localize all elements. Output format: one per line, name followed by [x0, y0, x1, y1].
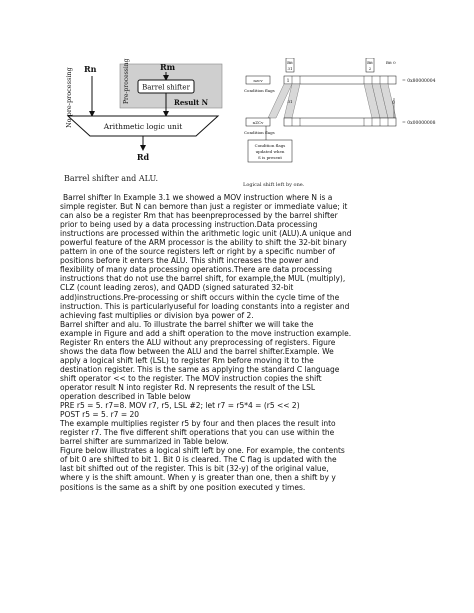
logical-shift-diagram: Bit 31 Bit 2 Bit 0 nzcv Condition flags …: [244, 57, 436, 163]
body-line: positions before it enters the ALU. This…: [60, 256, 319, 266]
svg-text:31: 31: [287, 99, 292, 104]
body-line: CLZ (count leading zeros), and QADD (sig…: [60, 283, 294, 293]
svg-text:Bit: Bit: [367, 60, 373, 65]
body-line: Register Rn enters the ALU without any p…: [60, 337, 336, 347]
body-line: operator result N into register Rd. N re…: [60, 382, 316, 392]
logical-shift-figure: Bit 31 Bit 2 Bit 0 nzcv Condition flags …: [236, 57, 468, 194]
nzcv-after-label: nZCv: [253, 120, 264, 125]
body-line: achieving fast multiplies or division by…: [60, 310, 254, 320]
svg-text:2: 2: [369, 66, 372, 71]
body-line: simple register. But N can bemore than j…: [60, 202, 348, 212]
body-line: apply a logical shift left (LSL) to regi…: [60, 355, 314, 365]
body-line: positions is the same as a shift by one …: [60, 482, 306, 492]
body-line: flexibility of many data processing oper…: [60, 265, 333, 275]
body-line: instruction. This is particularlyuseful …: [60, 301, 350, 311]
bit0-label: Bit 0: [386, 60, 396, 65]
hex-before-label: = 0x80000004: [402, 78, 436, 84]
pre-processing-label: Pre-processing: [123, 58, 130, 104]
barrel-shifter-label: Barrel shifter: [142, 84, 191, 92]
figure-right-caption: Logical shift left by one.: [243, 182, 305, 188]
body-line: instructions are processed within the ar…: [60, 229, 352, 239]
body-line: operation described in Table below: [60, 392, 191, 402]
note-line-2: updated when: [256, 149, 285, 154]
barrel-shifter-alu-figure: Rn No pre-processing Pre-processing Rm B…: [58, 52, 228, 192]
body-line: instructions that do not use the barrel …: [60, 274, 346, 284]
hex-after-label: = 0x00000008: [402, 120, 436, 126]
body-line: pattern in one of the source registers l…: [60, 247, 336, 257]
body-line: Figure below illustrates a logical shift…: [60, 446, 345, 456]
note-line-3: S is present: [258, 155, 282, 160]
barrel-shifter-diagram: Rn No pre-processing Pre-processing Rm B…: [65, 58, 223, 162]
body-line: barrel shifter are summarized in Table b…: [60, 437, 229, 447]
body-line: register r7. The five different shift op…: [60, 428, 335, 438]
bit-one-label: 1: [287, 78, 290, 84]
alu-shape: [66, 115, 220, 137]
alu-label: Arithmetic logic unit: [103, 122, 183, 131]
body-line: The example multiplies register r5 by fo…: [60, 419, 336, 429]
body-line: destination register. This is the same a…: [60, 364, 340, 374]
body-text: Barrel shifter In Example 3.1 we showed …: [60, 193, 452, 492]
note-box: [247, 139, 293, 163]
body-line: example in Figure and add a shift operat…: [60, 328, 352, 338]
nzcv-label: nzcv: [253, 78, 263, 83]
register-before: [283, 75, 397, 85]
body-line: shift operator << to the register. The M…: [60, 373, 322, 383]
body-line: Barrel shifter In Example 3.1 we showed …: [63, 193, 333, 202]
register-after: [283, 117, 397, 127]
body-line: shows the data flow between the ALU and …: [60, 346, 334, 356]
body-line: POST r5 = 5. r7 = 20: [60, 410, 140, 420]
body-line: where y is the shift amount. When y is g…: [60, 473, 336, 483]
svg-text:31: 31: [287, 66, 292, 71]
body-line: last bit shifted out of the register. Th…: [60, 464, 329, 474]
no-preprocessing-label: No pre-processing: [65, 67, 73, 128]
svg-text:Bit: Bit: [287, 60, 293, 65]
body-line: add)instructions.Pre-processing or shift…: [60, 292, 340, 302]
rm-label: Rm: [160, 62, 176, 72]
figure-left-caption: Barrel shifter and ALU.: [64, 174, 159, 183]
note-line-1: Condition flags: [255, 143, 286, 148]
bit-zero-label: 0: [392, 100, 395, 106]
body-line: PRE r5 = 5. r7=8. MOV r7, r5, LSL #2; le…: [60, 401, 300, 411]
body-line: prior to being used by a data processing…: [60, 220, 318, 230]
body-line: Barrel shifter and alu. To illustrate th…: [60, 319, 314, 329]
body-line: can also be a register Rm that has beenp…: [60, 211, 338, 221]
body-line: of bit 0 are shifted to bit 1. Bit 0 is …: [60, 455, 337, 465]
condition-flags-after-label: Condition flags: [244, 130, 275, 135]
rd-label: Rd: [137, 152, 150, 162]
result-n-label: Result N: [174, 98, 209, 107]
condition-flags-label: Condition flags: [244, 88, 275, 93]
rn-label: Rn: [84, 64, 97, 74]
body-line: powerful feature of the ARM processor is…: [60, 238, 347, 248]
